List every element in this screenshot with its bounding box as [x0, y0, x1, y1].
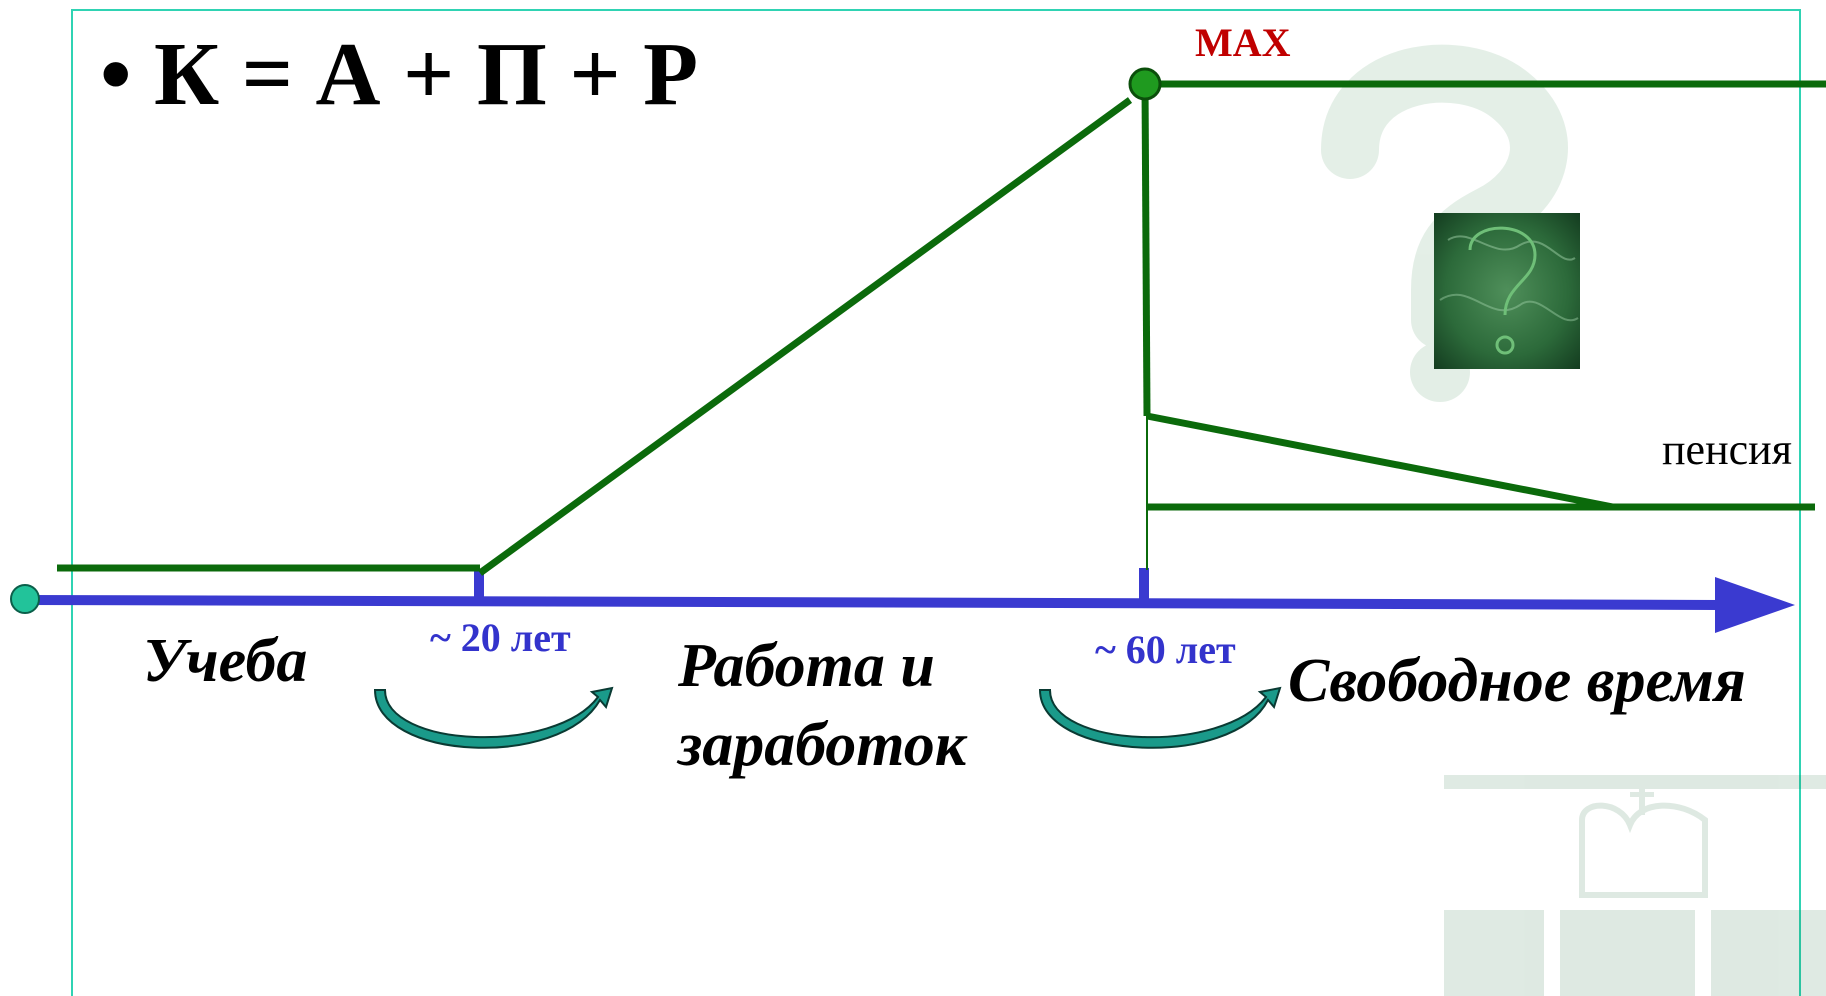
time-axis-arrowhead: [1715, 577, 1795, 633]
tick-20: [474, 570, 484, 600]
time-axis: [24, 595, 1721, 610]
stage-work-line2: заработок: [678, 711, 967, 779]
coat-of-arms-watermark: [1444, 775, 1826, 996]
capital-curve: [57, 80, 1826, 576]
stage-work-line1: Работа и: [678, 632, 935, 700]
green-marble-question-tile: [1434, 213, 1580, 369]
peak-point: [1128, 67, 1162, 101]
stage-free-time: Свободное время: [1288, 647, 1746, 715]
age-marker-60: ~ 60 лет: [1095, 627, 1236, 672]
tick-60: [1139, 568, 1149, 601]
transition-arrow-20: [373, 686, 614, 749]
formula-text: • К = А + П + Р: [100, 25, 699, 124]
pension-label: пенсия: [1662, 425, 1792, 474]
transition-arrow-60: [1038, 686, 1282, 749]
origin-point: [10, 584, 40, 614]
stage-study: Учеба: [143, 627, 308, 695]
peak-label: MAX: [1195, 20, 1291, 65]
age-marker-20: ~ 20 лет: [430, 615, 571, 660]
